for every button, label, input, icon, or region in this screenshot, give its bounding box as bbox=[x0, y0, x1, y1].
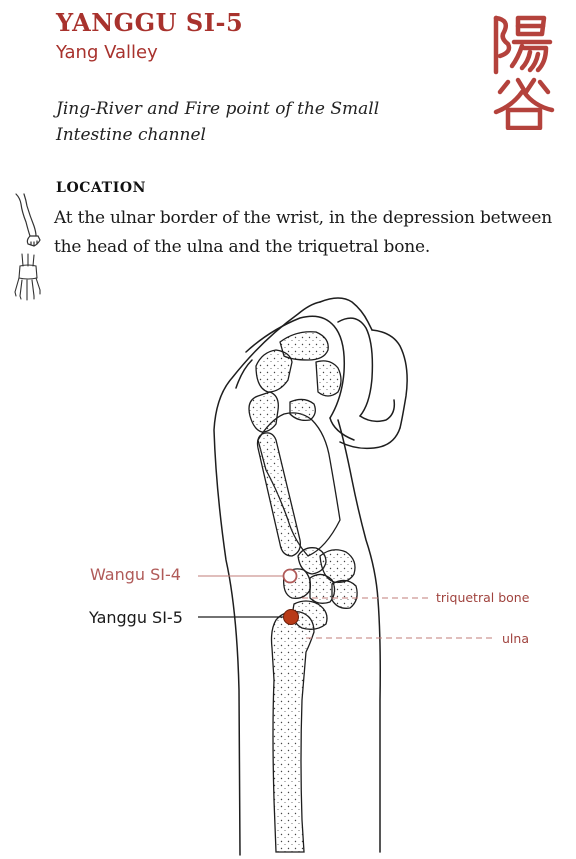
wangu-label: Wangu SI-4 bbox=[90, 565, 181, 584]
arm-icon bbox=[15, 193, 41, 247]
calligraphy-yang-gu-icon bbox=[493, 15, 555, 130]
wangu-point-marker bbox=[282, 568, 298, 584]
point-subtitle: Yang Valley bbox=[56, 42, 158, 63]
yanggu-point-marker bbox=[283, 609, 299, 625]
location-text: At the ulnar border of the wrist, in the… bbox=[54, 208, 552, 257]
triquetral-bone-label: triquetral bone bbox=[436, 590, 530, 605]
skin-outline bbox=[213, 297, 408, 856]
point-description: Jing-River and Fire point of the Small I… bbox=[56, 99, 380, 145]
wrist-illustration bbox=[198, 297, 492, 856]
ulna-bone bbox=[270, 611, 315, 853]
hand-icon bbox=[14, 253, 41, 301]
hand-bones bbox=[248, 331, 342, 557]
leader-lines bbox=[198, 575, 492, 639]
ulna-label: ulna bbox=[502, 631, 529, 646]
location-heading: LOCATION bbox=[56, 180, 147, 196]
yanggu-label: Yanggu SI-5 bbox=[89, 608, 183, 627]
point-title: YANGGU SI-5 bbox=[56, 8, 244, 37]
